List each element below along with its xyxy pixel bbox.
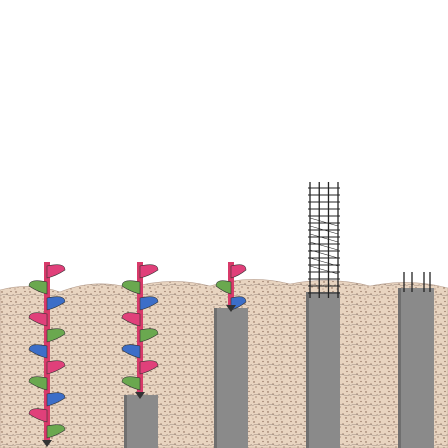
rebar-tie (309, 249, 339, 259)
concrete-column-edge-3 (306, 292, 309, 448)
concrete-column-3 (306, 292, 340, 448)
auger-flight (46, 392, 66, 407)
auger-flight (46, 360, 66, 375)
auger-flight (121, 280, 141, 295)
rebar-tie (309, 257, 339, 267)
concrete-column-edge-2 (214, 308, 217, 448)
concrete-column-1 (124, 395, 158, 448)
auger-drill-icon (121, 262, 159, 399)
auger-flight (139, 264, 159, 279)
concrete-column-edge-1 (124, 395, 127, 448)
auger-flight (46, 264, 66, 279)
auger-tip (135, 392, 145, 399)
concrete-column-2 (214, 308, 248, 448)
auger-flight (230, 264, 247, 279)
drilled-holes (124, 288, 434, 448)
rebar-tie (309, 233, 339, 243)
auger-flight (28, 344, 48, 359)
auger-flight (28, 312, 48, 327)
auger-flight (28, 280, 48, 295)
auger-flight (121, 312, 141, 327)
rebar-tie (309, 217, 339, 227)
auger-flight (139, 328, 159, 343)
auger-shaft (137, 262, 143, 392)
auger-flight (28, 408, 48, 423)
rebar-tie (309, 265, 339, 275)
concrete-column-edge-4 (398, 288, 401, 448)
auger-flight (139, 296, 159, 311)
auger-drill-icon (215, 262, 247, 312)
auger-flight (215, 280, 232, 295)
auger-flight (121, 344, 141, 359)
rebar-cage-icon (308, 182, 431, 298)
auger-flight (46, 328, 66, 343)
auger-tip (226, 305, 236, 312)
auger-tip (42, 440, 52, 447)
rebar-tie (309, 225, 339, 235)
concrete-column-4 (398, 288, 434, 448)
auger-flight (28, 376, 48, 391)
auger-flight (121, 376, 141, 391)
auger-flight (139, 360, 159, 375)
auger-flight (46, 296, 66, 311)
auger-drill-icon (28, 262, 66, 447)
auger-drills (28, 262, 247, 447)
rebar-tie (309, 241, 339, 251)
auger-flight (46, 424, 66, 439)
